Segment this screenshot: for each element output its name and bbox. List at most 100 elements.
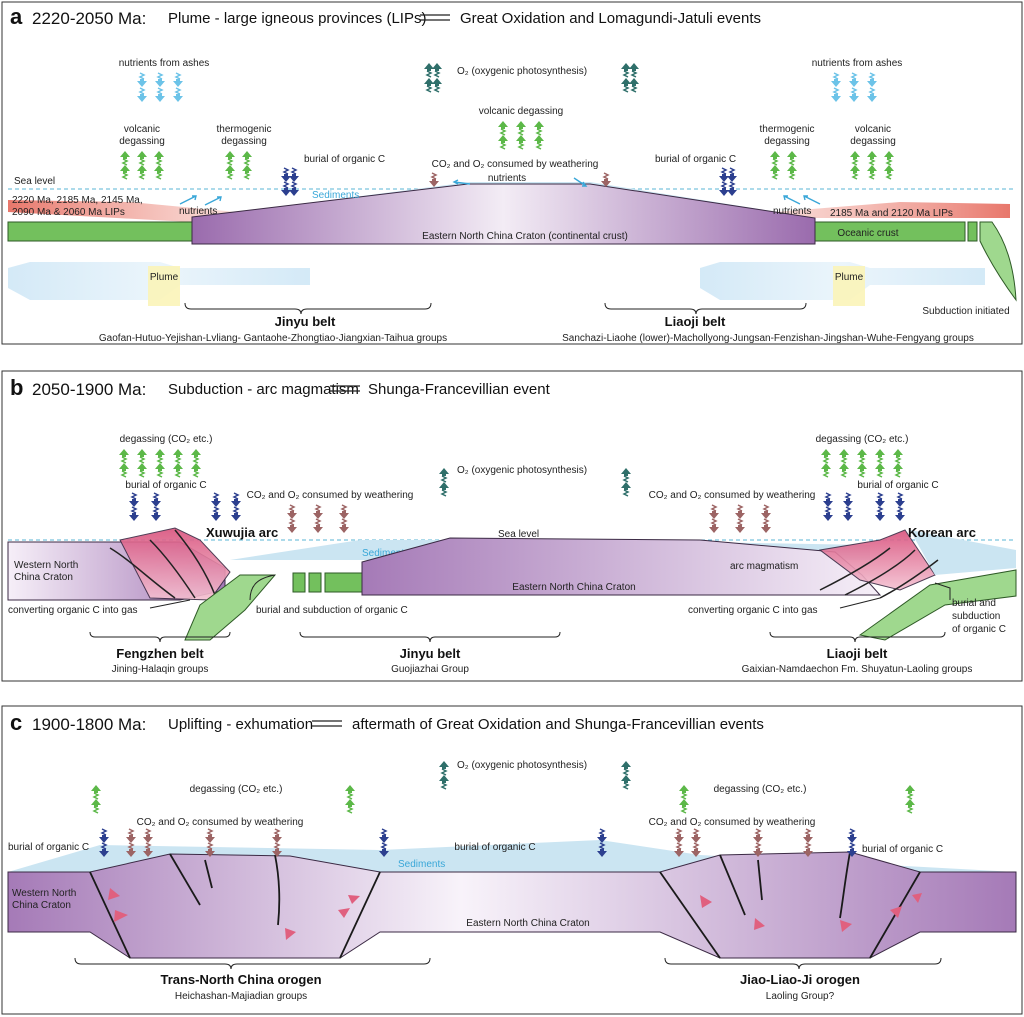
weathering-left-b: CO₂ and O₂ consumed by weathering: [247, 490, 414, 501]
orogen-right-label: Jiao-Liao-Ji orogen: [740, 972, 860, 987]
sediments-label: Sediments: [312, 190, 359, 201]
groups-left-a: Gaofan-Hutuo-Yejishan-Lvliang- Gantaohe-…: [99, 333, 447, 344]
o2-label-c: O₂ (oxygenic photosynthesis): [457, 760, 587, 771]
burial-center-c: burial of organic C: [454, 842, 535, 853]
brace-jinyu: [184, 302, 432, 315]
panel-b-letter: b: [10, 375, 23, 400]
western-craton-c-1: Western North: [12, 888, 76, 899]
volcanic-right-2: degassing: [850, 136, 896, 147]
craton-c: [7, 851, 1017, 959]
converting-left: converting organic C into gas: [8, 605, 138, 616]
converting-right: converting organic C into gas: [688, 605, 818, 616]
degassing-left-b: degassing (CO₂ etc.): [120, 434, 213, 445]
slab-left: [184, 574, 277, 641]
groups-left-b: Jining-Halaqin groups: [112, 664, 209, 675]
slab-right: [858, 569, 1017, 641]
equivalence-icon: [420, 14, 450, 21]
magma-wedges-c: [108, 888, 922, 940]
weathering-right-c: CO₂ and O₂ consumed by weathering: [649, 817, 816, 828]
degassing-right-c: degassing (CO₂ etc.): [714, 784, 807, 795]
volcanic-center-label: volcanic degassing: [479, 106, 564, 117]
craton-label: Eastern North China Craton (continental …: [422, 231, 628, 242]
belt-liaoji-b: Liaoji belt: [827, 646, 888, 661]
brace-liaoji: [604, 302, 807, 315]
western-craton-b-1: Western North: [14, 560, 78, 571]
korean-arc-body: [818, 529, 936, 591]
subducting-slab: [979, 221, 1017, 302]
weathering-left-c: CO₂ and O₂ consumed by weathering: [137, 817, 304, 828]
equivalence-icon: [312, 720, 342, 727]
belt-liaoji-a: Liaoji belt: [665, 314, 726, 329]
burial-left-a: burial of organic C: [304, 154, 385, 165]
panel-b-frame: [1, 370, 1023, 682]
panel-c-age: 1900-1800 Ma:: [32, 715, 146, 734]
plume-left-label: Plume: [150, 272, 179, 283]
volcanic-left-2: degassing: [119, 136, 165, 147]
volcanic-right-1: volcanic: [855, 124, 891, 135]
panel-c-title-right: aftermath of Great Oxidation and Shunga-…: [352, 716, 764, 733]
thermo-left-1: thermogenic: [216, 124, 271, 135]
panel-a-age: 2220-2050 Ma:: [32, 9, 146, 28]
lips-right-label: 2185 Ma and 2120 Ma LIPs: [830, 208, 953, 219]
brace-liaoji-b: [769, 631, 946, 643]
weathering-label: CO₂ and O₂ consumed by weathering: [432, 159, 599, 170]
panel-b-age: 2050-1900 Ma:: [32, 380, 146, 399]
korean-arc-label: Korean arc: [908, 525, 976, 540]
burial-left-c: burial of organic C: [8, 842, 89, 853]
panel-c-title-left: Uplifting - exhumation: [168, 716, 313, 733]
groups-center-b: Guojiazhai Group: [391, 664, 469, 675]
sediments-label-b: Sediments: [362, 548, 409, 559]
lips-left-line1: 2220 Ma, 2185 Ma, 2145 Ma,: [12, 195, 143, 206]
sediments-label-c: Sediments: [398, 859, 445, 870]
seawater-b-right: [910, 530, 1016, 575]
arc-magmatism-label: arc magmatism: [730, 561, 798, 572]
plume-right-head: [833, 266, 865, 306]
burial-subduction-b: burial and subduction of organic C: [256, 605, 408, 616]
brace-trans-north: [74, 957, 431, 970]
burial-right-b: burial of organic C: [857, 480, 938, 491]
xuwujia-arc-label: Xuwujia arc: [206, 525, 278, 540]
western-craton-c-2: China Craton: [12, 900, 71, 911]
lips-left-line2: 2090 Ma & 2060 Ma LIPs: [12, 207, 125, 218]
panel-b-title-left: Subduction - arc magmatism: [168, 381, 359, 398]
degassing-left-c: degassing (CO₂ etc.): [190, 784, 283, 795]
ashes-left-label: nutrients from ashes: [119, 58, 210, 69]
ashes-right-label: nutrients from ashes: [812, 58, 903, 69]
burial-subduction-r2: subduction: [952, 611, 1000, 622]
oceanic-crust-left: [7, 221, 204, 242]
oceanic-crust-gap: [967, 221, 978, 242]
degassing-right-b: degassing (CO₂ etc.): [816, 434, 909, 445]
nutrients-center-label: nutrients: [488, 173, 526, 184]
oceanic-crust-seg: [292, 572, 306, 593]
groups-right-b: Gaixian-Namdaechon Fm. Shuyatun-Laoling …: [742, 664, 973, 675]
panel-a-title-left: Plume - large igneous provinces (LIPs): [168, 10, 426, 27]
thermo-right-2: degassing: [764, 136, 810, 147]
panel-a-letter: a: [10, 4, 23, 29]
subduction-initiated-label: Subduction initiated: [922, 306, 1009, 317]
orogen-faults-left: [89, 853, 381, 959]
nutrients-right-label: nutrients: [773, 206, 811, 217]
equivalence-icon: [330, 385, 360, 392]
panel-c-letter: c: [10, 710, 22, 735]
belt-jinyu-b: Jinyu belt: [400, 646, 461, 661]
panel-c: c 1900-1800 Ma: Uplifting - exhumation a…: [1, 705, 1023, 1015]
brace-jinyu-b: [299, 631, 561, 643]
groups-right-c: Laoling Group?: [766, 991, 835, 1002]
burial-left-b: burial of organic C: [125, 480, 206, 491]
leader-lines-b: [149, 574, 951, 609]
plume-left-head: [148, 266, 180, 306]
thermo-right-1: thermogenic: [759, 124, 814, 135]
eastern-craton-b-label: Eastern North China Craton: [512, 582, 635, 593]
nutrient-arrows: [179, 177, 821, 206]
brace-jiao-liao-ji: [664, 957, 942, 970]
thermo-left-2: degassing: [221, 136, 267, 147]
sea-level-label-b: Sea level: [498, 529, 539, 540]
o2-label-a: O₂ (oxygenic photosynthesis): [457, 66, 587, 77]
panel-a-title-right: Great Oxidation and Lomagundi-Jatuli eve…: [460, 10, 761, 27]
eastern-craton-c-label: Eastern North China Craton: [466, 918, 589, 929]
plume-right-label: Plume: [835, 272, 864, 283]
sea-level-label: Sea level: [14, 176, 55, 187]
groups-right-a: Sanchazi-Liaohe (lower)-Machollyong-Jung…: [562, 333, 974, 344]
brace-fengzhen: [89, 631, 231, 643]
